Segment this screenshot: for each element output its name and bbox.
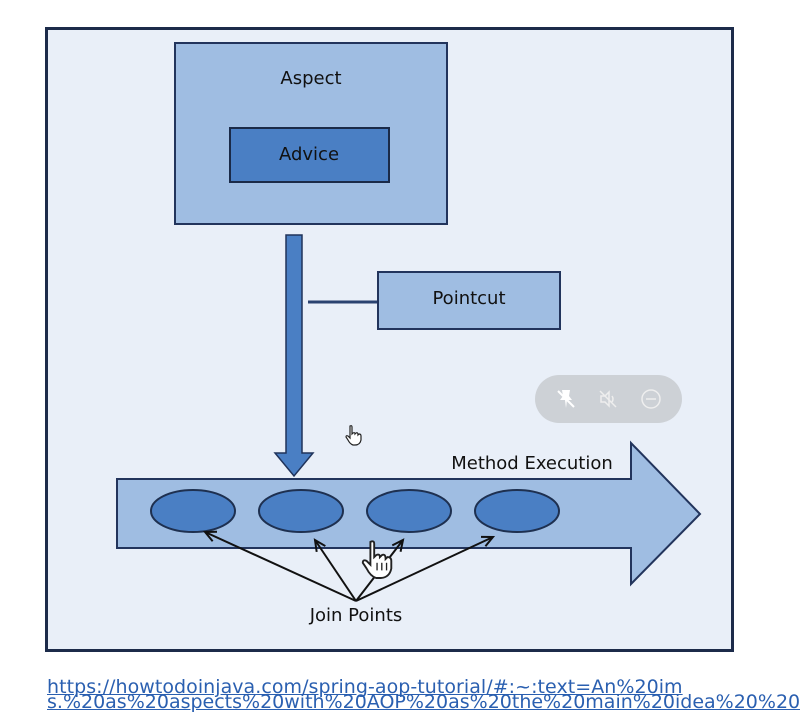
join-point-pointer-4 [355, 536, 494, 602]
advice-flow-arrow [273, 234, 315, 478]
join-point-1 [150, 489, 236, 533]
arrowhead-icon [202, 530, 218, 542]
join-point-2 [258, 489, 344, 533]
arrowhead-icon [480, 535, 496, 547]
diagram-canvas: Aspect Advice Pointcut Method Execution … [45, 27, 734, 652]
join-point-4 [474, 489, 560, 533]
hand-cursor-icon [361, 540, 393, 579]
join-points-label: Join Points [309, 605, 403, 626]
source-link[interactable]: https://howtodoinjava.com/spring-aop-tut… [47, 676, 683, 698]
arrowhead-icon [391, 538, 405, 552]
pointcut-label: Pointcut [432, 288, 505, 309]
advice-box [229, 127, 390, 183]
minus-circle-icon[interactable] [637, 385, 665, 413]
source-link-continuation-text[interactable]: s.%20as%20aspects%20with%20AOP%20as%20th… [47, 691, 800, 713]
arrowhead-icon [313, 538, 326, 553]
pointcut-box [377, 271, 561, 330]
overlay-toolbar [535, 375, 682, 423]
hand-cursor-icon [345, 425, 362, 446]
join-point-arrows [202, 530, 496, 602]
source-link-continuation[interactable]: s.%20as%20aspects%20with%20AOP%20as%20th… [47, 691, 800, 713]
join-point-3 [366, 489, 452, 533]
mute-icon[interactable] [594, 385, 622, 413]
method-execution-label: Method Execution [451, 453, 613, 474]
join-point-pointer-1 [204, 531, 357, 602]
join-point-pointer-2 [314, 539, 357, 602]
join-points-group [150, 489, 560, 533]
advice-label: Advice [279, 144, 339, 165]
pin-off-icon[interactable] [552, 385, 580, 413]
aspect-label: Aspect [280, 68, 341, 89]
